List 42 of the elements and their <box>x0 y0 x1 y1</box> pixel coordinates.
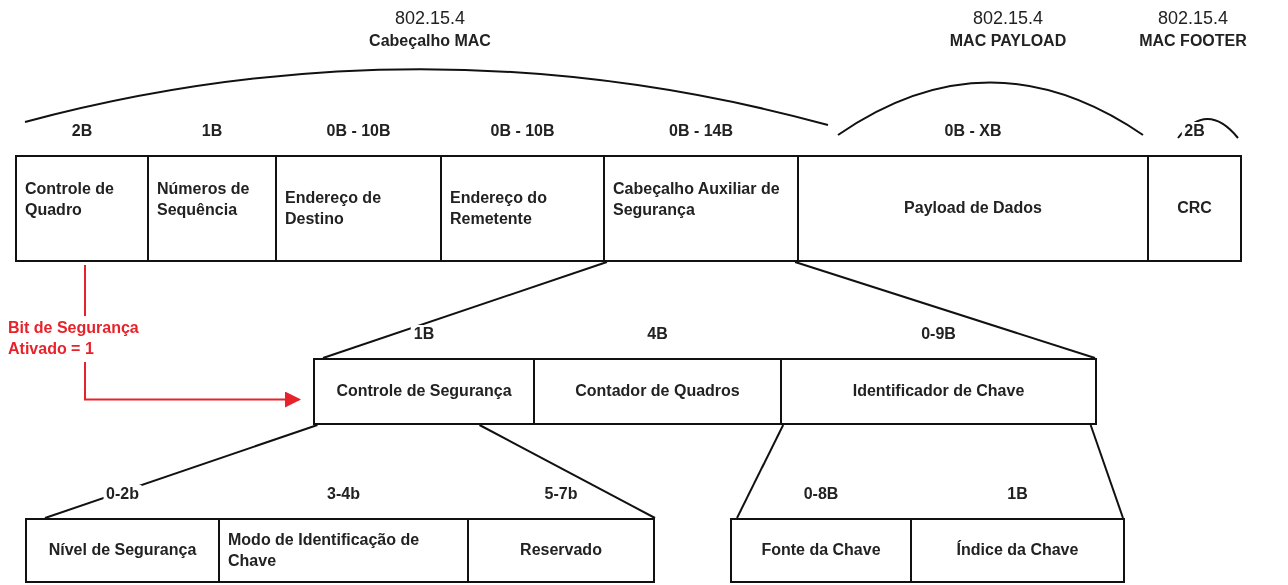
frame-field-box <box>275 155 442 262</box>
section-label: MAC FOOTER <box>1139 32 1247 50</box>
field-name: Identificador de Chave <box>852 381 1025 402</box>
standard-label: 802.15.4 <box>972 8 1044 29</box>
expansion-line <box>736 424 785 519</box>
frame-field-box <box>147 155 277 262</box>
frame-field-box <box>780 358 1097 425</box>
field-name: Números de Sequência <box>157 179 251 220</box>
field-name: Modo de Identificação de Chave <box>228 529 421 571</box>
frame-field-box <box>218 518 469 583</box>
frame-field-box <box>467 518 655 583</box>
field-name: Endereço de Destino <box>285 187 383 229</box>
field-name: Índice da Chave <box>956 540 1079 561</box>
expansion-line <box>322 261 608 359</box>
standard-label: 802.15.4 <box>394 8 466 29</box>
frame-field-box <box>797 155 1149 262</box>
field-size-label: 0-2b <box>103 485 142 503</box>
expansion-line <box>794 261 1096 359</box>
field-name: Contador de Quadros <box>575 381 740 402</box>
expansion-line <box>478 424 656 519</box>
field-name: Endereço do Remetente <box>450 187 548 229</box>
field-name: Nível de Segurança <box>48 540 197 561</box>
field-name: Fonte da Chave <box>761 540 881 561</box>
frame-field-box <box>910 518 1125 583</box>
section-label: MAC PAYLOAD <box>949 32 1067 50</box>
section-label: Cabeçalho MAC <box>369 32 491 50</box>
frame-field-box <box>1147 155 1242 262</box>
field-name: Payload de Dados <box>904 198 1042 219</box>
frame-field-box <box>603 155 799 262</box>
frame-field-box <box>440 155 605 262</box>
expansion-line <box>1089 424 1124 519</box>
field-name: Reservado <box>520 540 602 561</box>
frame-field-box <box>15 155 149 262</box>
frame-field-box <box>533 358 782 425</box>
field-name: Controle de Quadro <box>25 179 115 220</box>
frame-field-box <box>730 518 912 583</box>
frame-field-box <box>313 358 535 425</box>
field-name: CRC <box>1177 198 1212 219</box>
standard-label: 802.15.4 <box>1157 8 1229 29</box>
field-name: Controle de Segurança <box>336 381 512 402</box>
field-name: Cabeçalho Auxiliar de Segurança <box>613 179 781 220</box>
frame-field-box <box>25 518 220 583</box>
